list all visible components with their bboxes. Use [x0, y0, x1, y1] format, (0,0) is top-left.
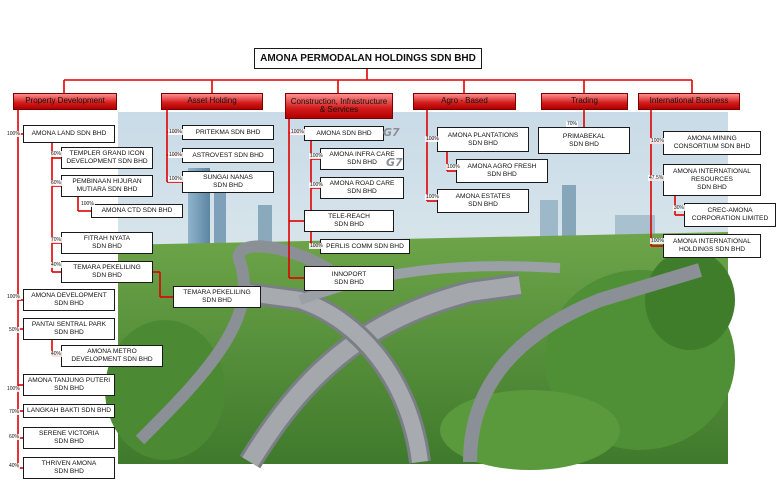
company-amona-estates[interactable]: AMONA ESTATES SDN BHD	[437, 189, 529, 213]
ownership-percent-templer: 60%	[50, 151, 63, 157]
company-pembinaan-hijuran-mutiara[interactable]: PEMBINAAN HIJURAN MUTIARA SDN BHD	[61, 175, 153, 197]
ownership-percent-resources: 47.5%	[648, 175, 665, 181]
company-tele-reach[interactable]: TELE-REACH SDN BHD	[304, 210, 394, 232]
ownership-percent-intl-holdings: 100%	[650, 238, 665, 244]
ownership-percent-mining: 100%	[650, 138, 665, 144]
company-amona-international-holdings[interactable]: AMONA INTERNATIONAL HOLDINGS SDN BHD	[663, 234, 761, 258]
company-amona-infra-care[interactable]: AMONA INFRA CARE SDN BHD	[320, 148, 404, 170]
holding-company-title: AMONA PERMODALAN HOLDINGS SDN BHD	[254, 48, 482, 69]
division-trading[interactable]: Trading	[541, 93, 628, 110]
ownership-percent-agro-fresh: 100%	[446, 164, 461, 170]
ownership-percent-road-care: 100%	[309, 182, 324, 188]
ownership-percent-pembinaan: 60%	[50, 180, 63, 186]
ownership-percent-pritekma: 100%	[168, 129, 183, 135]
g7-logo-icon: G7	[386, 156, 403, 169]
company-pritekma[interactable]: PRITEKMA SDN BHD	[182, 125, 274, 140]
company-sungai-nanas[interactable]: SUNGAI NANAS SDN BHD	[182, 171, 274, 193]
division-property-development[interactable]: Property Development	[13, 93, 117, 110]
ownership-percent-tanjung: 100%	[6, 386, 21, 392]
ownership-percent-metro: 40%	[50, 351, 63, 357]
company-perlis-comm[interactable]: PERLIS COMM SDN BHD	[320, 239, 410, 254]
company-pantai-sentral-park[interactable]: PANTAI SENTRAL PARK SDN BHD	[23, 318, 115, 340]
company-astrovest[interactable]: ASTROVEST SDN BHD	[182, 148, 274, 163]
company-temara-pekeliling-2[interactable]: TEMARA PEKELILING SDN BHD	[173, 286, 261, 308]
company-thriven-amona[interactable]: THRIVEN AMONA SDN BHD	[23, 457, 115, 479]
ownership-percent-amona-land: 100%	[6, 131, 21, 137]
division-asset-holding[interactable]: Asset Holding	[161, 93, 263, 110]
company-amona-international-resources[interactable]: AMONA INTERNATIONAL RESOURCES SDN BHD	[663, 164, 761, 196]
company-amona-road-care[interactable]: AMONA ROAD CARE SDN BHD	[320, 177, 404, 199]
ownership-percent-primabekal: 70%	[566, 121, 579, 127]
ownership-percent-sungai: 100%	[168, 176, 183, 182]
ownership-percent-astrovest: 100%	[168, 152, 183, 158]
company-primabekal[interactable]: PRIMABEKAL SDN BHD	[538, 127, 630, 154]
ownership-percent-crec: 30%	[673, 205, 686, 211]
ownership-percent-langkah: 70%	[8, 409, 21, 415]
ownership-percent-amona-sdn: 100%	[290, 129, 305, 135]
ownership-percent-serene: 60%	[8, 434, 21, 440]
g7-logo-icon: G7	[383, 126, 400, 139]
division-construction-infrastructure[interactable]: Construction, Infrastructure & Services	[285, 93, 393, 119]
ownership-percent-pantai: 50%	[8, 327, 21, 333]
company-amona-mining-consortium[interactable]: AMONA MINING CONSORTIUM SDN BHD	[663, 131, 761, 155]
company-amona-tanjung-puteri[interactable]: AMONA TANJUNG PUTERI SDN BHD	[23, 374, 115, 396]
company-amona-land[interactable]: AMONA LAND SDN BHD	[23, 125, 115, 143]
company-amona-plantations[interactable]: AMONA PLANTATIONS SDN BHD	[437, 127, 529, 152]
ownership-percent-fitrah: 70%	[50, 237, 63, 243]
company-amona-metro-development[interactable]: AMONA METRO DEVELOPMENT SDN BHD	[61, 345, 163, 367]
ownership-percent-plantations: 100%	[425, 136, 440, 142]
ownership-percent-amona-development: 100%	[6, 294, 21, 300]
company-crec-amona-corporation[interactable]: CREC-AMONA CORPORATION LIMITED	[684, 203, 776, 227]
company-templer-grand-icon[interactable]: TEMPLER GRAND ICON DEVELOPMENT SDN BHD	[61, 147, 153, 169]
division-international-business[interactable]: International Business	[638, 93, 740, 110]
company-amona-sdn-bhd[interactable]: AMONA SDN BHD	[304, 126, 384, 141]
ownership-percent-perlis: 100%	[309, 243, 324, 249]
company-temara-pekeliling-1[interactable]: TEMARA PEKELILING SDN BHD	[61, 261, 153, 283]
division-agro-based[interactable]: Agro - Based	[413, 93, 516, 110]
company-langkah-bakti[interactable]: LANGKAH BAKTI SDN BHD	[23, 404, 115, 418]
ownership-percent-amona-ctd: 100%	[80, 201, 95, 207]
company-amona-agro-fresh[interactable]: AMONA AGRO FRESH SDN BHD	[456, 159, 548, 183]
ownership-percent-infra-care: 100%	[309, 153, 324, 159]
company-fitrah-nyata[interactable]: FITRAH NYATA SDN BHD	[61, 232, 153, 254]
company-innoport[interactable]: INNOPORT SDN BHD	[304, 266, 394, 291]
company-amona-development[interactable]: AMONA DEVELOPMENT SDN BHD	[23, 289, 115, 311]
company-serene-victoria[interactable]: SERENE VICTORIA SDN BHD	[23, 427, 115, 449]
ownership-percent-temara: 40%	[50, 262, 63, 268]
ownership-percent-estates: 100%	[425, 194, 440, 200]
ownership-percent-thriven: 40%	[8, 463, 21, 469]
company-amona-ctd[interactable]: AMONA CTD SDN BHD	[91, 204, 183, 218]
